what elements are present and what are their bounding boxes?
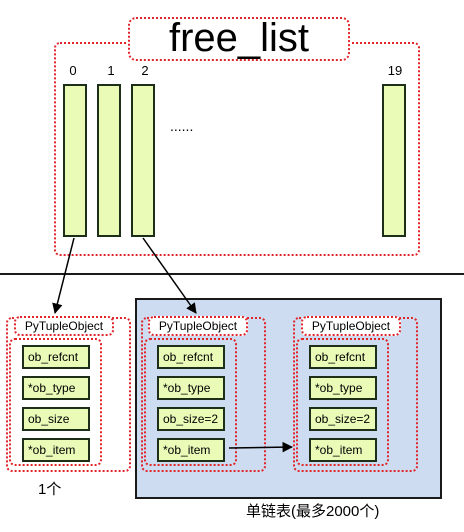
index-label-19: 19 xyxy=(387,63,403,78)
index-label-2: 2 xyxy=(141,63,149,78)
field-ob-type: *ob_type xyxy=(157,376,225,400)
field-ob-item: *ob_item xyxy=(157,438,225,462)
tuple-object-chain-1-fields: ob_refcnt *ob_type ob_size=2 *ob_item xyxy=(144,338,237,466)
field-ob-refcnt: ob_refcnt xyxy=(157,345,225,369)
tuple-object-chain-2-fields: ob_refcnt *ob_type ob_size=2 *ob_item xyxy=(296,338,389,466)
field-ob-size: ob_size xyxy=(22,407,90,431)
field-ob-size: ob_size=2 xyxy=(157,407,225,431)
tuple-object-left-fields: ob_refcnt *ob_type ob_size *ob_item xyxy=(9,338,102,466)
tuple-object-chain-2-title: PyTupleObject xyxy=(301,316,401,336)
tuple-object-chain-2: PyTupleObject ob_refcnt *ob_type ob_size… xyxy=(293,316,418,472)
linked-list-caption: 单链表(最多2000个) xyxy=(246,503,380,520)
arrow-slot2-to-chain-object xyxy=(142,237,197,314)
field-ob-refcnt: ob_refcnt xyxy=(22,345,90,369)
field-ob-size: ob_size=2 xyxy=(309,407,377,431)
free-list-slot-1 xyxy=(97,84,121,237)
divider-line xyxy=(0,273,464,275)
left-object-caption: 1个 xyxy=(38,481,62,498)
free-list-title: free_list xyxy=(128,17,350,61)
arrow-slot0-to-left-object xyxy=(52,237,75,315)
field-ob-refcnt: ob_refcnt xyxy=(309,345,377,369)
tuple-object-chain-1: PyTupleObject ob_refcnt *ob_type ob_size… xyxy=(141,316,266,472)
field-ob-type: *ob_type xyxy=(22,376,90,400)
field-ob-item: *ob_item xyxy=(22,438,90,462)
tuple-object-chain-1-title: PyTupleObject xyxy=(148,316,248,336)
tuple-object-left-title: PyTupleObject xyxy=(14,316,114,336)
free-list-slot-0 xyxy=(63,84,87,237)
arrow-ob-item-to-next-object xyxy=(228,441,294,453)
index-label-0: 0 xyxy=(69,63,77,78)
ellipsis: ...... xyxy=(170,118,194,134)
field-ob-type: *ob_type xyxy=(309,376,377,400)
tuple-object-left: PyTupleObject ob_refcnt *ob_type ob_size… xyxy=(6,316,131,472)
free-list-slot-19 xyxy=(382,84,406,237)
index-label-1: 1 xyxy=(107,63,115,78)
free-list-slot-2 xyxy=(131,84,155,237)
field-ob-item: *ob_item xyxy=(309,438,377,462)
